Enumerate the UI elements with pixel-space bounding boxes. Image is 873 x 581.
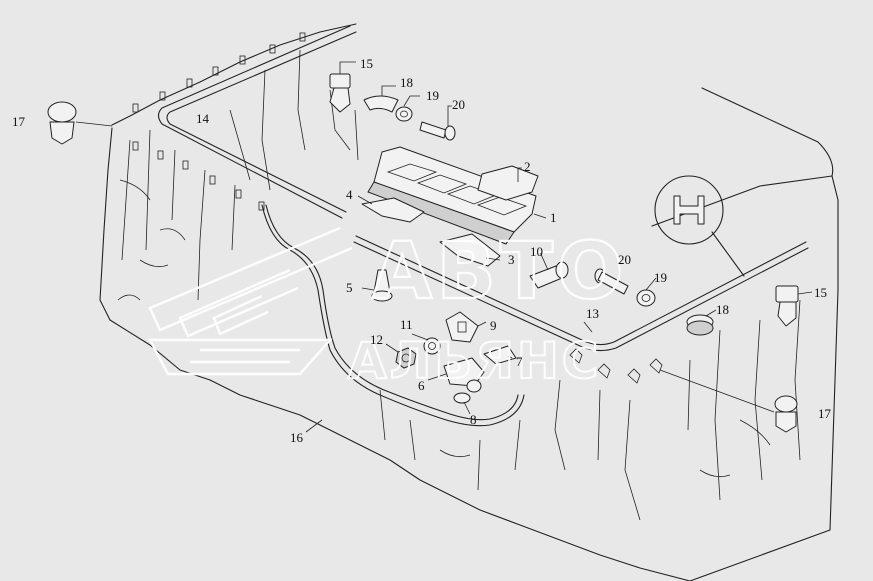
seal-strip-14 bbox=[132, 25, 357, 219]
cap-8 bbox=[453, 392, 471, 404]
callout-1: 1 bbox=[550, 210, 557, 225]
callout-7: 7 bbox=[516, 354, 523, 369]
callout-20-right: 20 bbox=[618, 252, 631, 267]
hose-16 bbox=[261, 204, 525, 427]
callout-19-right: 19 bbox=[654, 270, 667, 285]
leader-lines bbox=[75, 61, 813, 433]
callout-4: 4 bbox=[346, 187, 353, 202]
callout-8: 8 bbox=[470, 412, 477, 427]
seal-strip-13 bbox=[353, 235, 809, 384]
bracket-9 bbox=[445, 311, 479, 343]
callout-3: 3 bbox=[508, 252, 515, 267]
clip-15-top bbox=[329, 73, 351, 113]
nozzle-6 bbox=[443, 357, 485, 393]
clip-17-left bbox=[47, 101, 77, 145]
callout-15-top: 15 bbox=[360, 56, 373, 71]
callout-19-top: 19 bbox=[426, 88, 439, 103]
screw-20-right bbox=[594, 268, 629, 295]
callout-9: 9 bbox=[490, 318, 497, 333]
washer-19-top bbox=[395, 106, 413, 122]
callout-20-top: 20 bbox=[452, 97, 465, 112]
callout-18-top: 18 bbox=[400, 75, 413, 90]
callout-11: 11 bbox=[400, 317, 413, 332]
watermark: АВТО АЛЬЯНС bbox=[148, 226, 627, 391]
callout-12: 12 bbox=[370, 332, 383, 347]
callout-labels: 15 18 19 20 17 14 2 4 1 3 10 20 19 15 5 … bbox=[12, 56, 832, 445]
grommet-18-right bbox=[686, 314, 714, 336]
profile-detail-circle bbox=[654, 175, 745, 277]
clip-17-right bbox=[774, 395, 798, 433]
watermark-line1: АВТО bbox=[372, 227, 627, 317]
callout-2: 2 bbox=[524, 159, 531, 174]
clip-15-right bbox=[775, 285, 799, 327]
callout-15-right: 15 bbox=[814, 285, 827, 300]
part-5 bbox=[371, 269, 393, 302]
callout-6: 6 bbox=[418, 378, 425, 393]
part-10 bbox=[529, 261, 569, 289]
part-3 bbox=[439, 233, 501, 267]
nut-12 bbox=[395, 347, 417, 369]
hood-body bbox=[99, 23, 839, 581]
callout-17-left: 17 bbox=[12, 114, 26, 129]
watermark-logo bbox=[148, 226, 353, 376]
washer-11 bbox=[423, 337, 441, 355]
callout-18-right: 18 bbox=[716, 302, 729, 317]
part-2 bbox=[477, 165, 539, 201]
washer-19-right bbox=[636, 289, 656, 307]
clip-7 bbox=[483, 345, 517, 365]
callout-17-right: 17 bbox=[818, 406, 832, 421]
watermark-line2: АЛЬЯНС bbox=[348, 332, 601, 390]
callout-5: 5 bbox=[346, 280, 353, 295]
screw-20-top bbox=[419, 121, 456, 141]
callout-10: 10 bbox=[530, 244, 543, 259]
callout-13: 13 bbox=[586, 306, 599, 321]
callout-16: 16 bbox=[290, 430, 304, 445]
part-4 bbox=[361, 197, 425, 223]
callout-14: 14 bbox=[196, 111, 210, 126]
vent-grille-1 bbox=[367, 146, 537, 245]
clip-18-top bbox=[363, 95, 399, 113]
